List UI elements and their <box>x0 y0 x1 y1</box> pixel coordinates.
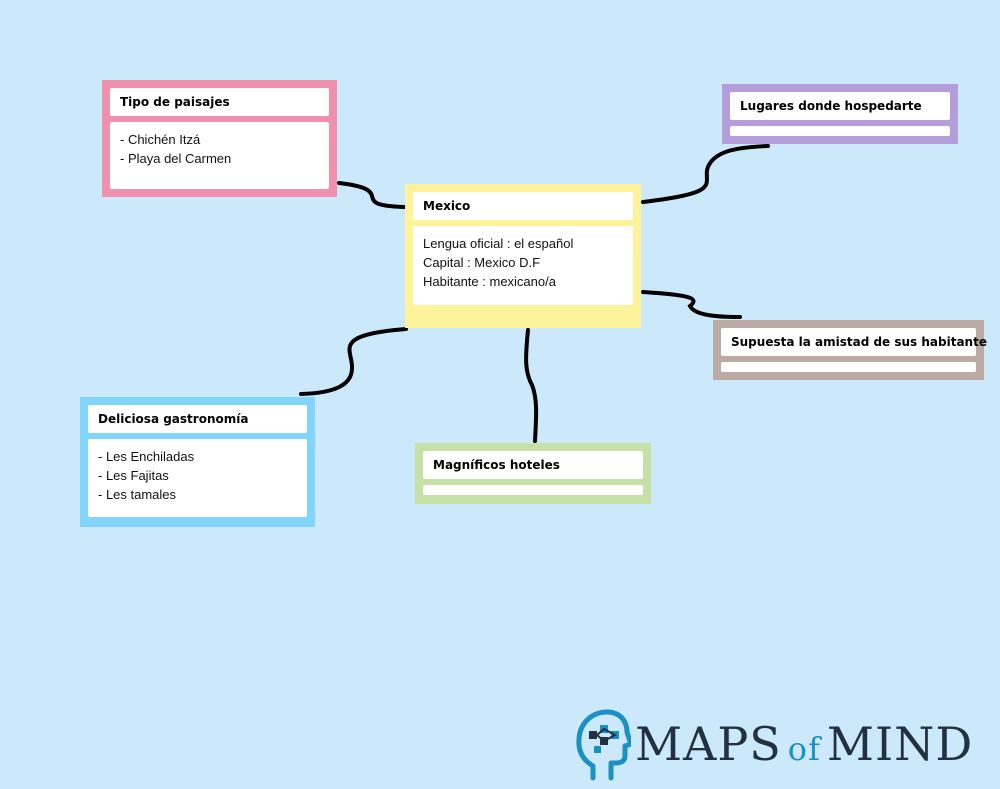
note-line: - Chichén Itzá <box>120 132 201 147</box>
node-title: Magníficos hoteles <box>423 451 643 479</box>
node-title: Lugares donde hospedarte <box>730 92 950 120</box>
central-node-mexico[interactable]: Mexico Lengua oficial : el español Capit… <box>405 184 641 328</box>
node-title: Deliciosa gastronomía <box>88 405 307 433</box>
note-line: - Playa del Carmen <box>120 151 232 166</box>
note-line: - Les Enchiladas <box>98 449 195 464</box>
head-circuit-icon <box>576 709 631 781</box>
node-notes <box>730 126 950 136</box>
node-title: Mexico <box>413 192 633 220</box>
connector-hoteles <box>524 328 539 443</box>
node-notes <box>721 362 976 372</box>
connector-lugares <box>641 144 770 204</box>
node-tipo-de-paisajes[interactable]: Tipo de paisajes - Chichén Itzá - Playa … <box>102 80 337 197</box>
note-line: - Les tamales <box>98 487 177 502</box>
node-supuesta-amistad[interactable]: Supuesta la amistad de sus habitante <box>713 320 987 380</box>
node-deliciosa-gastronomia[interactable]: Deliciosa gastronomía - Les Enchiladas -… <box>80 397 315 527</box>
note-line: Capital : Mexico D.F <box>423 255 541 270</box>
note-line: Lengua oficial : el español <box>423 236 574 251</box>
connector-amistad <box>641 290 742 319</box>
node-lugares-donde-hospedarte[interactable]: Lugares donde hospedarte <box>722 84 958 144</box>
connector-gastronomia <box>299 327 408 396</box>
note-line: - Les Fajitas <box>98 468 169 483</box>
logo-word-mind: MIND <box>826 717 974 771</box>
note-line: Habitante : mexicano/a <box>423 274 556 289</box>
logo-word-of: of <box>787 730 821 768</box>
node-magnificos-hoteles[interactable]: Magníficos hoteles <box>415 443 651 504</box>
node-notes: - Les Enchiladas - Les Fajitas - Les tam… <box>88 439 307 517</box>
node-notes <box>423 485 643 495</box>
node-title: Tipo de paisajes <box>110 88 329 116</box>
node-notes: Lengua oficial : el español Capital : Me… <box>413 226 633 305</box>
connector-paisajes <box>337 181 406 209</box>
node-title: Supuesta la amistad de sus habitante <box>721 328 987 356</box>
node-notes: - Chichén Itzá - Playa del Carmen <box>110 122 329 189</box>
logo-word-maps: MAPS <box>635 717 782 771</box>
